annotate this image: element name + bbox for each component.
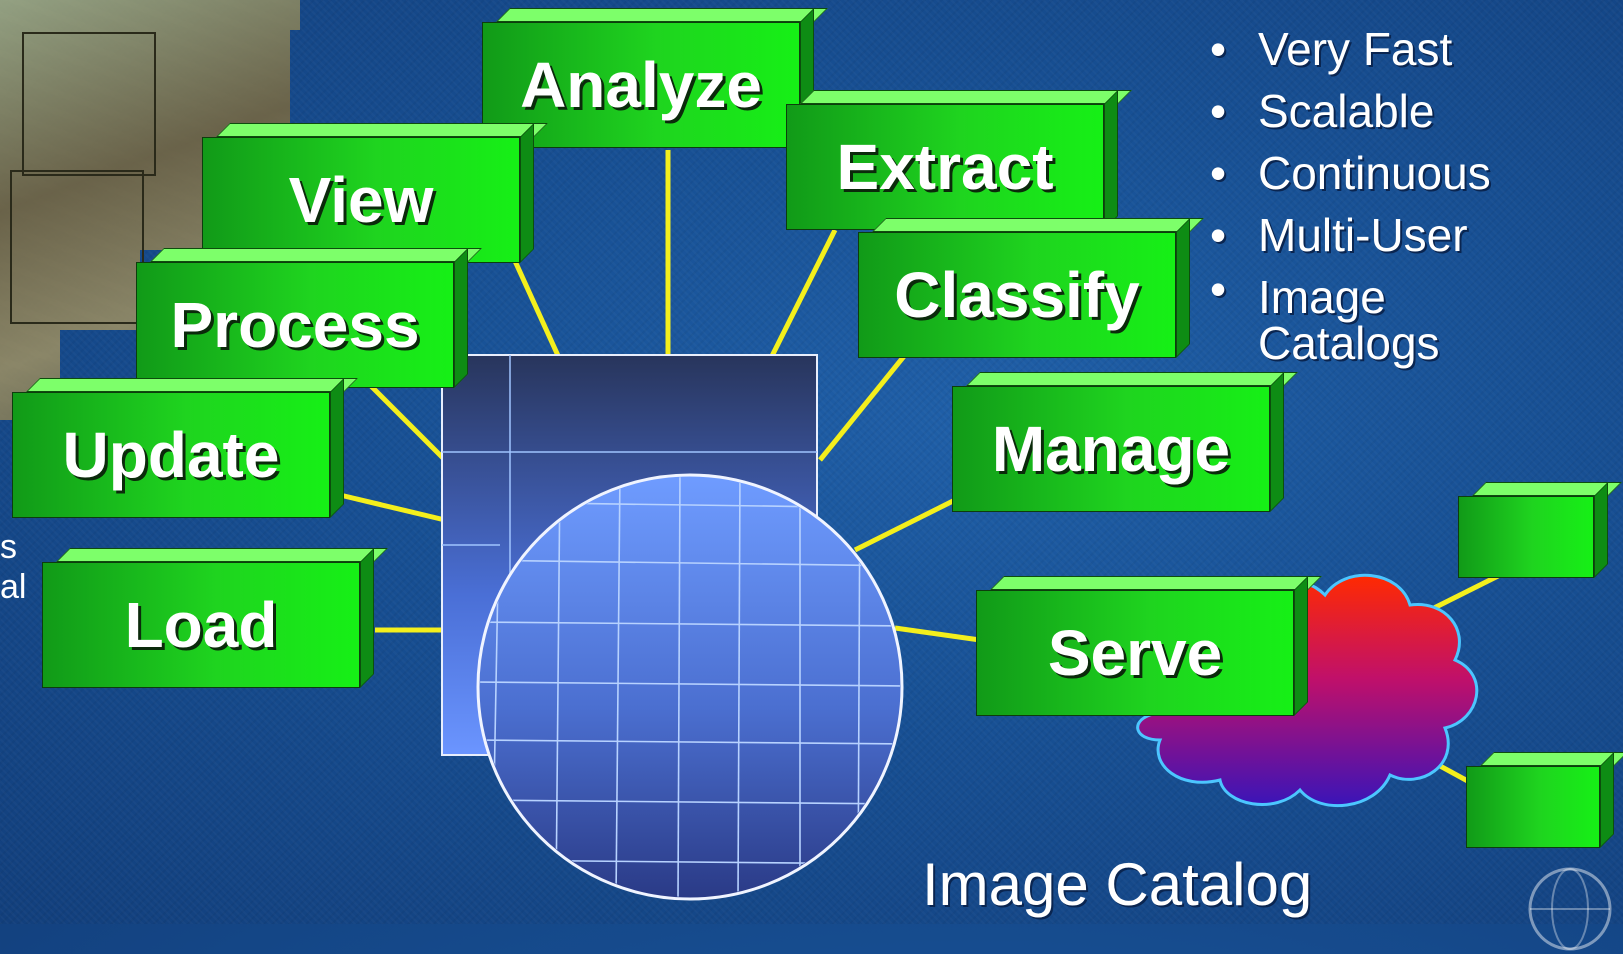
connector-classify	[818, 353, 907, 462]
feature-list: Very Fast Scalable Continuous Multi-User…	[1210, 18, 1491, 369]
operation-box-extract[interactable]: Extract	[786, 90, 1132, 230]
feature-item: Continuous	[1210, 142, 1491, 204]
imagery-tile-outline	[10, 170, 144, 324]
feature-item-line2: Catalogs	[1258, 317, 1440, 369]
clipped-text-fragment: s	[0, 528, 17, 566]
connector-update	[339, 492, 446, 523]
operation-box-manage[interactable]: Manage	[952, 372, 1298, 512]
operation-box-classify[interactable]: Classify	[858, 218, 1204, 358]
operation-label-update: Update	[62, 419, 280, 491]
feature-item: Scalable	[1210, 80, 1491, 142]
globe-icon	[1528, 867, 1612, 951]
connector-extract	[767, 228, 838, 362]
feature-item: Multi-User	[1210, 204, 1491, 266]
operation-label-extract: Extract	[836, 131, 1054, 203]
operation-label-analyze: Analyze	[520, 49, 762, 121]
operation-label-manage: Manage	[991, 413, 1231, 485]
diagram-canvas	[339, 150, 1512, 901]
clipped-text-fragment: al	[0, 568, 27, 606]
connector-serve	[894, 625, 981, 643]
feature-item: Image Catalogs	[1210, 266, 1491, 369]
operation-box-serve[interactable]: Serve	[976, 576, 1322, 716]
catalog-node-box-top[interactable]	[1458, 482, 1622, 578]
operation-box-process[interactable]: Process	[136, 248, 482, 388]
operation-label-serve: Serve	[1047, 617, 1223, 689]
connector-view	[507, 248, 563, 362]
imagery-tile-outline	[22, 32, 156, 176]
operation-label-view: View	[288, 164, 434, 236]
feature-item: Very Fast	[1210, 18, 1491, 80]
operation-label-process: Process	[170, 289, 420, 361]
image-catalog-caption: Image Catalog	[922, 851, 1313, 918]
operation-label-classify: Classify	[894, 259, 1140, 331]
connector-lines	[339, 150, 1512, 788]
operation-box-view[interactable]: View	[202, 123, 548, 263]
feature-item-line1: Image	[1258, 271, 1386, 323]
connector-process	[368, 383, 447, 462]
catalog-node-box-bottom[interactable]	[1466, 752, 1623, 848]
operation-box-update[interactable]: Update	[12, 378, 358, 518]
operation-box-load[interactable]: Load	[42, 548, 388, 688]
connector-manage	[853, 497, 957, 553]
operation-label-load: Load	[124, 589, 278, 661]
